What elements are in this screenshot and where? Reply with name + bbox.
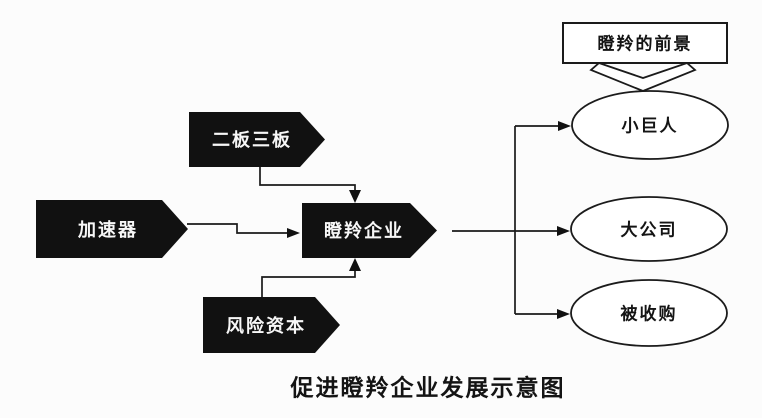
input-accelerator	[36, 200, 188, 258]
outcome-little-giant-label: 小巨人	[622, 117, 679, 136]
arrowhead-right-icon	[557, 309, 570, 319]
input-second-third-board	[189, 112, 325, 167]
outcome-acquired	[570, 279, 728, 347]
outcome-big-company-label: 大公司	[621, 220, 678, 240]
arrowhead-right-icon	[557, 226, 570, 236]
hollow-down-arrow-icon	[589, 61, 697, 92]
input-second-third-board-label: 二板三板	[212, 129, 292, 150]
arrowhead-right-icon	[287, 228, 300, 238]
connector-accelerator-to-gazelle	[187, 223, 288, 234]
center-gazelle-enterprise-label: 瞪羚企业	[324, 220, 404, 241]
arrowhead-up-icon	[349, 258, 361, 271]
outcome-big-company	[570, 196, 728, 262]
diagram-caption: 促进瞪羚企业发展示意图	[290, 375, 566, 401]
prospect-box-label: 瞪羚的前景	[598, 34, 693, 54]
input-venture-capital-label: 风险资本	[226, 315, 306, 336]
prospect-box	[562, 22, 728, 64]
connector-vc-to-gazelle	[261, 271, 356, 297]
center-gazelle-enterprise	[302, 203, 437, 258]
outcome-little-giant	[571, 90, 729, 160]
arrowhead-right-icon	[558, 121, 571, 131]
arrowhead-down-icon	[349, 190, 361, 203]
outcome-acquired-label: 被收购	[621, 304, 678, 324]
input-accelerator-label: 加速器	[77, 219, 138, 240]
input-venture-capital	[203, 297, 340, 353]
connector-board-to-gazelle	[259, 167, 356, 191]
